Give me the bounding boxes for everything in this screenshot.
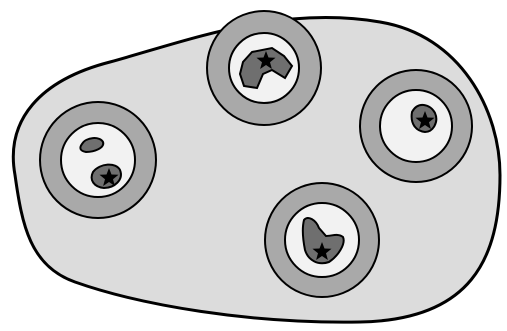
unit-upper [207, 11, 321, 125]
unit-lower [265, 183, 379, 297]
unit-right [360, 70, 472, 182]
unit-left [40, 102, 156, 218]
